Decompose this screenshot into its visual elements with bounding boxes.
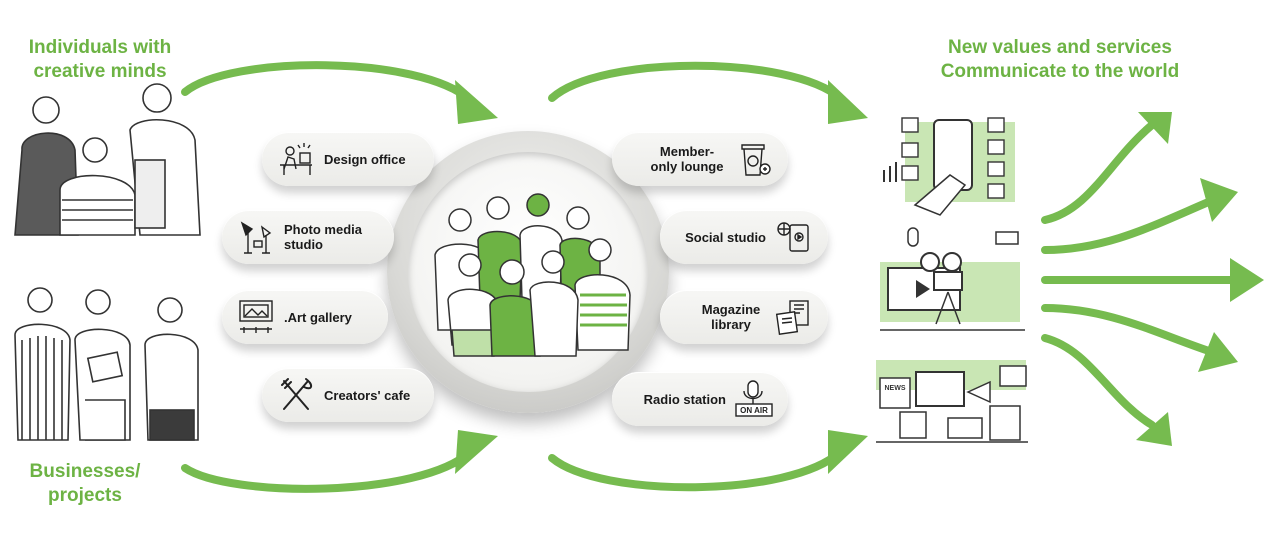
desk-worker-icon [280,143,312,175]
arrow-businesses-to-hub [181,448,474,493]
picture-frame-icon [239,300,273,333]
fan-arrow-1 [1041,121,1156,224]
arrow-hub-to-outputs-top [548,61,844,102]
fan-arrow-5 [1041,334,1156,429]
smartphone-apps-illustration [883,117,1015,216]
pill-label: Design office [324,151,406,167]
fan-head-3 [1230,258,1264,302]
fan-arrow-2 [1041,194,1222,254]
pill-label: Magazine library [701,302,761,332]
pill-label: .Art gallery [284,309,352,325]
fan-head-2 [1200,178,1238,222]
news-badge: NEWS [885,385,906,392]
studio-light-icon [240,221,272,254]
magazines-icon [775,300,809,335]
fan-head-1 [1138,112,1172,144]
arrow-individuals-to-hub [181,61,474,104]
heading-communicate-line: Communicate to the world [940,61,1180,82]
pill-design-office: Design office [262,132,434,186]
coffee-cup-icon [741,144,771,176]
individuals-illustration [14,83,201,236]
pill-label: Member-only lounge [650,144,724,174]
video-production-illustration [880,227,1025,331]
on-air-badge: ON AIR [740,406,768,415]
fork-knife-icon [281,378,312,410]
news-broadcast-illustration: NEWS [876,360,1028,443]
fan-arrow-4 [1041,304,1216,356]
pill-member-only-lounge: Member-only lounge [612,132,788,186]
social-media-icon [777,222,809,252]
pill-art-gallery: .Art gallery [222,290,388,344]
pill-label: Radio station [643,391,726,407]
arrowhead-4 [828,430,868,474]
heading-new-values: New values and services Communicate to t… [900,36,1220,84]
heading-individuals: Individuals with creative minds [28,37,172,82]
heading-new-values-line: New values and services [948,37,1172,58]
pill-label: Social studio [685,229,766,245]
pill-label: Photo media studio [284,222,363,252]
arrowhead-1 [455,80,498,124]
arrow-hub-to-outputs-bottom [548,448,844,492]
microphone-icon: ON AIR [735,380,773,417]
pill-label: Creators' cafe [324,387,411,403]
fan-head-4 [1198,332,1238,372]
arrowhead-2 [455,430,498,474]
arrowhead-3 [828,80,868,124]
pill-photo-media-studio: Photo media studio [222,210,394,264]
businesses-illustration [14,287,199,441]
pill-creators-cafe: Creators' cafe [262,368,434,422]
fan-head-5 [1136,412,1172,446]
pill-social-studio: Social studio [660,210,828,264]
heading-businesses: Businesses/ projects [29,461,141,506]
pill-magazine-library: Magazine library [660,290,828,344]
pill-radio-station: Radio station ON AIR [612,372,788,426]
